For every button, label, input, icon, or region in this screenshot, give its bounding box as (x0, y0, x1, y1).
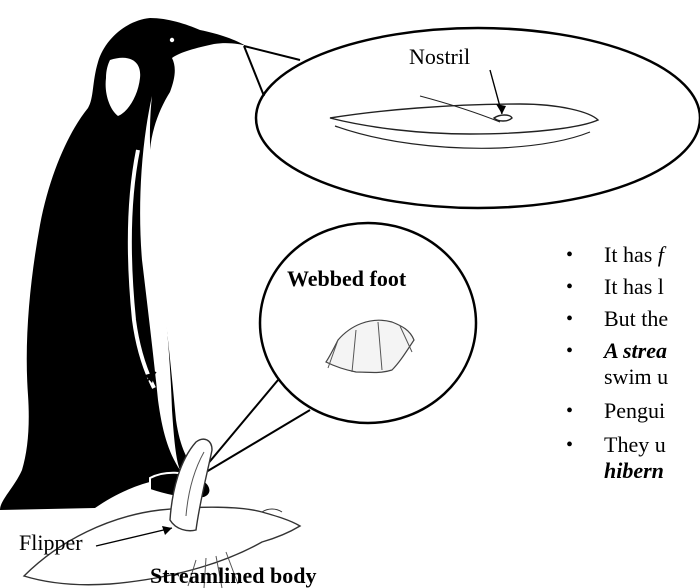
bullet-item: It has f (566, 242, 700, 268)
bullet-item: They u hibern (566, 432, 700, 484)
bullet-item: Pengui (566, 398, 700, 424)
bullet-continuation: swim u (604, 364, 668, 389)
bullet-text: They u (604, 432, 666, 457)
bullet-emphasis: f (658, 242, 664, 267)
bullet-text: It has l (604, 274, 664, 299)
bullet-emphasis: A strea (604, 338, 667, 363)
bullet-list: It has f It has l But the A strea swim u… (566, 242, 700, 484)
bullet-text: Pengui (604, 398, 665, 423)
bullet-item: But the (566, 306, 700, 332)
bullet-continuation: hibern (604, 458, 664, 483)
bullet-item: A strea swim u (566, 338, 700, 390)
bullet-text: But the (604, 306, 668, 331)
bullet-text: It has (604, 242, 658, 267)
bullet-item: It has l (566, 274, 700, 300)
